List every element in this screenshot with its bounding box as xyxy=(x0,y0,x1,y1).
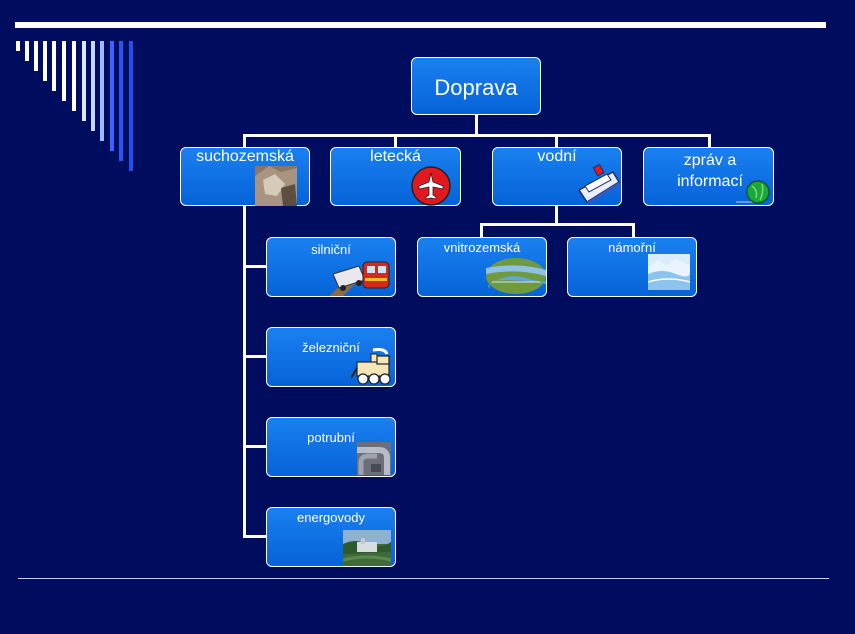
node-label: silniční xyxy=(311,242,351,257)
node-label: železniční xyxy=(302,340,360,355)
truck-train-icon xyxy=(329,261,390,296)
node-label: letecká xyxy=(370,148,421,165)
node-label: energovody xyxy=(297,510,365,525)
airplane-icon xyxy=(411,166,451,206)
powerline-photo-icon xyxy=(343,530,391,566)
node-doprava: Doprava xyxy=(411,57,541,115)
node-silnicni: silniční xyxy=(266,237,396,297)
bottom-rule xyxy=(18,578,829,579)
node-label: vnitrozemská xyxy=(443,240,521,255)
node-vnitrozemska: vnitrozemská xyxy=(417,237,547,297)
node-letecka: letecká xyxy=(330,147,461,206)
node-label: suchozemská xyxy=(196,148,294,165)
node-label: potrubní xyxy=(307,430,355,445)
node-label: Doprava xyxy=(434,75,518,100)
rock-photo-icon xyxy=(255,166,297,206)
node-zprav: zpráv a informací xyxy=(643,147,774,206)
node-label: námořní xyxy=(608,240,656,255)
globe-icon xyxy=(736,180,770,204)
node-energovody: energovody xyxy=(266,507,396,567)
ship-icon xyxy=(577,163,621,204)
node-label: zpráv a informací xyxy=(677,152,743,190)
node-namorni: námořní xyxy=(567,237,697,297)
sea-photo-icon xyxy=(648,254,690,290)
river-photo-icon xyxy=(486,258,546,294)
pipeline-photo-icon xyxy=(357,442,391,475)
node-suchozemska: suchozemská xyxy=(180,147,310,206)
node-zeleznicni: železniční xyxy=(266,327,396,387)
node-vodni: vodní xyxy=(492,147,622,206)
top-rule xyxy=(15,22,826,28)
locomotive-icon xyxy=(351,348,391,385)
decorative-bars xyxy=(0,0,140,180)
node-label: vodní xyxy=(537,148,577,165)
node-potrubni: potrubní xyxy=(266,417,396,477)
